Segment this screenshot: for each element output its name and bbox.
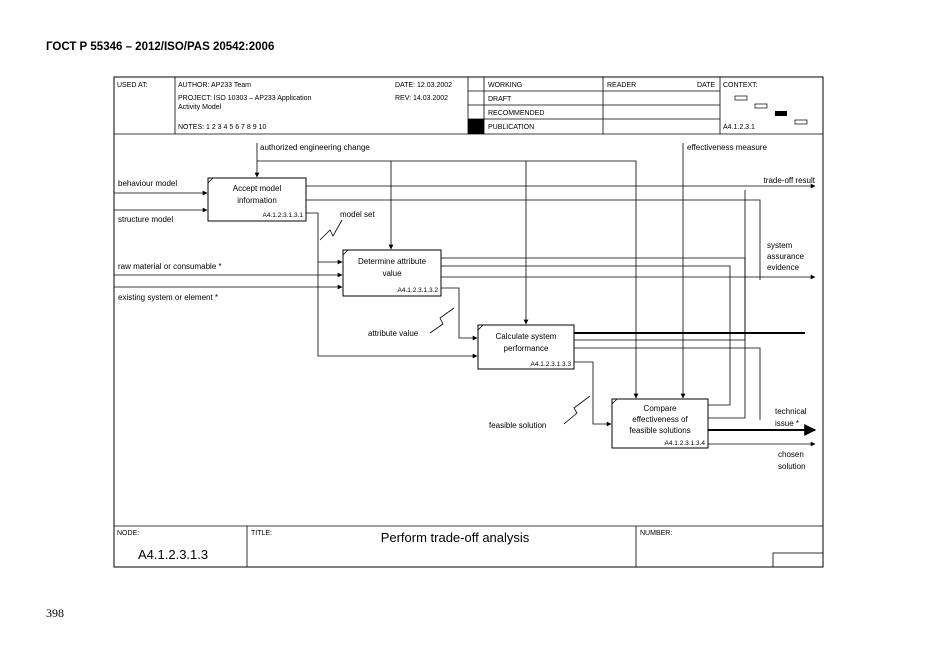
box-4-label-line-3: feasible solutions	[629, 426, 690, 435]
box-1-number: A4.1.2.3.1.3.1	[263, 212, 304, 219]
diagram-title: Perform trade-off analysis	[381, 530, 530, 545]
label-chosen-solution-1: chosen	[778, 450, 804, 459]
label-system-assurance-1: system	[767, 241, 793, 250]
context-mini-diagram	[734, 95, 808, 125]
squiggle-feasible-solution	[563, 395, 591, 425]
label-attribute-value: attribute value	[368, 329, 419, 338]
publication-status-marker	[468, 119, 484, 134]
line-box1-to-evidence	[306, 199, 761, 280]
box-2-number: A4.1.2.3.1.3.2	[398, 287, 439, 294]
label-technical-issue-2: issue *	[775, 419, 799, 428]
label-technical-issue-1: technical	[775, 407, 807, 416]
node-label: NODE:	[117, 530, 139, 537]
squiggle-attribute-value	[429, 307, 455, 334]
label-system-assurance-3: evidence	[767, 263, 800, 272]
page-number: 398	[46, 606, 64, 620]
label-authorized-change: authorized engineering change	[260, 143, 370, 152]
activity-box-accept-model-information	[207, 177, 307, 222]
used-at-label: USED AT:	[117, 82, 148, 89]
activity-box-determine-attribute-value	[342, 249, 442, 297]
status-recommended: RECOMMENDED	[488, 110, 544, 117]
author-line: AUTHOR: AP233 Team	[178, 82, 251, 89]
notes-line: NOTES: 1 2 3 4 5 6 7 8 9 10	[178, 124, 266, 131]
squiggle-model-set	[319, 219, 343, 241]
footer-grid	[114, 525, 824, 568]
project-line: PROJECT: ISO 10303 – AP233 Application	[178, 95, 312, 102]
line-box2-evidence-b	[441, 265, 731, 280]
box-2-label-line-1: Determine attribute	[358, 257, 427, 266]
box-4-label-line-1: Compare	[644, 404, 677, 413]
status-draft: DRAFT	[488, 96, 512, 103]
label-behaviour-model: behaviour model	[118, 179, 177, 188]
activity-box-compare-effectiveness	[611, 398, 709, 449]
arrow-model-set-to-box-2	[306, 212, 343, 265]
label-effectiveness-measure: effectiveness measure	[687, 143, 767, 152]
box-3-label-line-1: Calculate system	[496, 332, 557, 341]
label-model-set: model set	[340, 210, 375, 219]
box-3-label-line-2: performance	[504, 344, 549, 353]
label-structure-model: structure model	[118, 215, 173, 224]
box-1-label-line-2: information	[237, 196, 277, 205]
line-box3-evidence	[574, 280, 746, 341]
arrow-attribute-value-to-box-3	[441, 287, 478, 341]
context-node: A4.1.2.3.1	[723, 124, 755, 131]
title-label: TITLE:	[251, 530, 272, 537]
label-feasible-solution: feasible solution	[489, 421, 546, 430]
line-box4-evidence	[708, 280, 731, 406]
box-3-number: A4.1.2.3.1.3.3	[531, 361, 572, 368]
status-publication: PUBLICATION	[488, 124, 534, 131]
arrow-model-set-to-box-3	[317, 262, 478, 359]
label-system-assurance-2: assurance	[767, 252, 804, 261]
line-box4-trade-off	[708, 190, 746, 419]
arrow-authorized-change-to-box-3	[391, 160, 529, 325]
context-label: CONTEXT:	[723, 82, 758, 89]
reader-date-label: DATE	[697, 82, 715, 89]
number-label: NUMBER:	[640, 530, 672, 537]
box-2-label-line-2: value	[382, 269, 402, 278]
box-4-number: A4.1.2.3.1.3.4	[665, 440, 706, 447]
label-existing-system: existing system or element *	[118, 293, 218, 302]
box-1-label-line-1: Accept model	[233, 184, 282, 193]
label-chosen-solution-2: solution	[778, 462, 806, 471]
sheet-frame	[113, 76, 824, 568]
label-trade-off-result: trade-off result	[764, 176, 816, 185]
line-box3-technical	[574, 347, 761, 420]
label-raw-material: raw material or consumable *	[118, 262, 222, 271]
arrow-feasible-solution-to-box-4	[574, 361, 612, 427]
status-working: WORKING	[488, 82, 522, 89]
box-4-label-line-2: effectiveness of	[632, 415, 688, 424]
arrow-authorized-change-to-box-4	[526, 160, 639, 399]
rev-line: REV: 14.03.2002	[395, 95, 448, 102]
date-line: DATE: 12.03.2002	[395, 82, 452, 89]
reader-label: READER	[607, 82, 636, 89]
document-title: ГОСТ Р 55346 – 2012/ISO/PAS 20542:2006	[46, 41, 275, 53]
activity-box-calculate-system-performance	[477, 324, 575, 370]
node-value: A4.1.2.3.1.3	[138, 547, 208, 562]
project-line-2: Activity Model	[178, 104, 222, 111]
